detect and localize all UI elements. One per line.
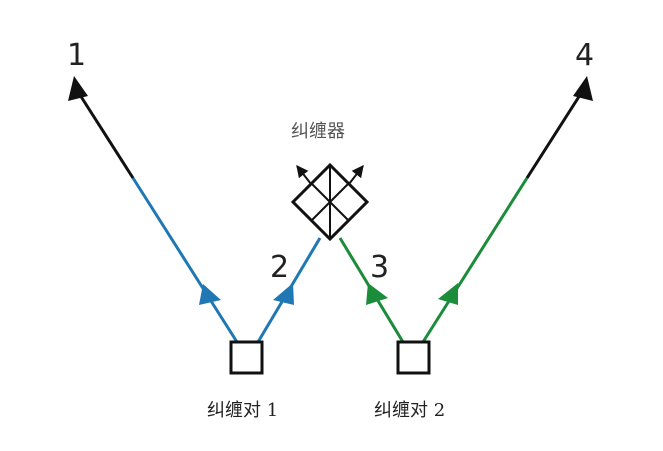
photon4-arrowhead	[573, 76, 593, 101]
photon3-label: 3	[370, 250, 389, 285]
photon4-direction-marker	[438, 283, 458, 305]
entangler-output-arrow-right	[348, 165, 364, 185]
pair1-label: 纠缠对 1	[207, 400, 278, 421]
pair2-photon4-path	[421, 177, 529, 343]
photon3-direction-marker	[366, 283, 388, 305]
photon4-label: 4	[575, 38, 594, 73]
photon2-label: 2	[270, 250, 289, 285]
photon4-outgoing-path	[525, 94, 582, 179]
photon1-outgoing-path	[78, 94, 135, 179]
entangler-label: 纠缠器	[291, 121, 345, 142]
photon1-label: 1	[67, 38, 86, 73]
pair2-label: 纠缠对 2	[374, 400, 445, 421]
photon2-direction-marker	[273, 283, 294, 305]
pair1-photon1-path	[131, 177, 239, 343]
entangler-beamsplitter	[290, 162, 370, 242]
photon1-direction-marker	[199, 284, 221, 305]
pair1-source-box	[229, 340, 264, 375]
photon1-arrowhead	[68, 76, 88, 101]
pair2-source-box	[396, 340, 431, 375]
entangler-output-arrow-left	[296, 165, 312, 185]
